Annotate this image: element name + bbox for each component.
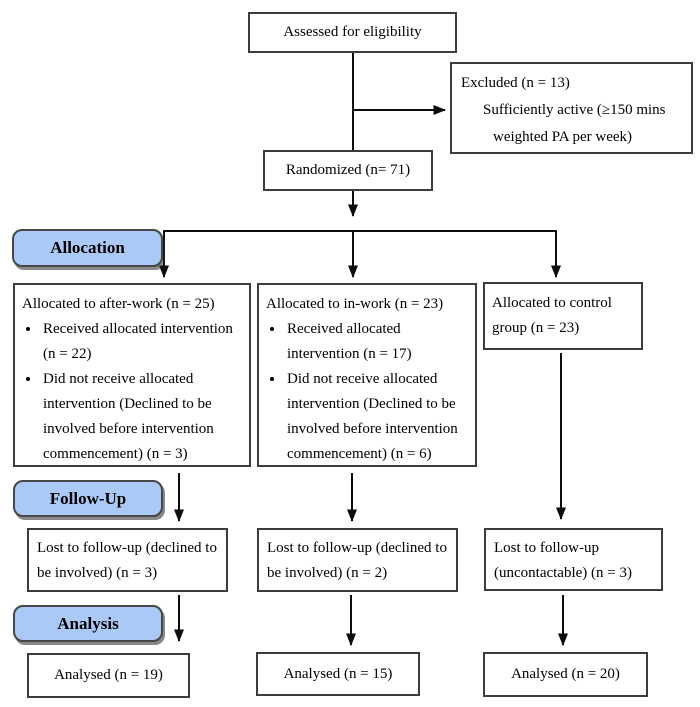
stage-label-followup: Follow-Up <box>13 480 163 517</box>
analysed-after-work-box: Analysed (n = 19) <box>27 653 190 698</box>
after-work-bullet-not-received: Did not receive allocated intervention (… <box>41 367 243 467</box>
allocation-stage-text: Allocation <box>50 238 125 257</box>
followup-stage-text: Follow-Up <box>49 488 127 508</box>
assessed-label: Assessed for eligibility <box>283 24 422 40</box>
in-work-bullet-received: Received allocated intervention (n = 17) <box>285 317 469 367</box>
randomized-label: Randomized (n= 71) <box>285 162 411 178</box>
after-work-bullet-list: Received allocated intervention (n = 22)… <box>22 317 243 467</box>
excluded-reason-line1: Sufficiently active (≥150 mins <box>483 102 666 118</box>
lost-followup-control-text: Lost to follow-up (uncontactable) (n = 3… <box>494 540 632 581</box>
lost-followup-after-work-text: Lost to follow-up (declined to be involv… <box>37 540 217 581</box>
allocated-after-work-box: Allocated to after-work (n = 25) Receive… <box>13 283 251 467</box>
after-work-bullet-received: Received allocated intervention (n = 22) <box>41 317 243 367</box>
stage-label-allocation: Allocation <box>12 229 163 267</box>
lost-followup-after-work-box: Lost to follow-up (declined to be involv… <box>27 528 228 592</box>
stage-label-analysis: Analysis <box>13 605 163 642</box>
analysed-in-work-text: Analysed (n = 15) <box>283 665 393 682</box>
allocated-control-title: Allocated to control group (n = 23) <box>492 295 612 336</box>
randomized-box: Randomized (n= 71) <box>263 150 433 191</box>
allocated-control-box: Allocated to control group (n = 23) <box>483 282 643 350</box>
analysed-in-work-box: Analysed (n = 15) <box>256 652 420 696</box>
allocated-in-work-title: Allocated to in-work (n = 23) <box>266 296 444 312</box>
excluded-title: Excluded (n = 13) <box>461 75 570 91</box>
lost-followup-in-work-box: Lost to follow-up (declined to be involv… <box>257 528 458 592</box>
in-work-bullet-not-received: Did not receive allocated intervention (… <box>285 367 469 467</box>
lost-followup-in-work-text: Lost to follow-up (declined to be involv… <box>267 540 447 581</box>
excluded-reason-line2: weighted PA per week) <box>493 129 632 145</box>
assessed-for-eligibility-box: Assessed for eligibility <box>248 12 457 53</box>
lost-followup-control-box: Lost to follow-up (uncontactable) (n = 3… <box>484 528 663 591</box>
analysed-after-work-text: Analysed (n = 19) <box>54 667 163 683</box>
analysed-control-text: Analysed (n = 20) <box>511 666 620 682</box>
excluded-box: Excluded (n = 13) Sufficiently active (≥… <box>450 62 693 154</box>
allocated-after-work-title: Allocated to after-work (n = 25) <box>22 296 215 312</box>
in-work-bullet-list: Received allocated intervention (n = 17)… <box>266 317 469 467</box>
analysed-control-box: Analysed (n = 20) <box>483 652 648 697</box>
analysis-stage-text: Analysis <box>57 613 119 633</box>
allocated-in-work-box: Allocated to in-work (n = 23) Received a… <box>257 283 477 467</box>
